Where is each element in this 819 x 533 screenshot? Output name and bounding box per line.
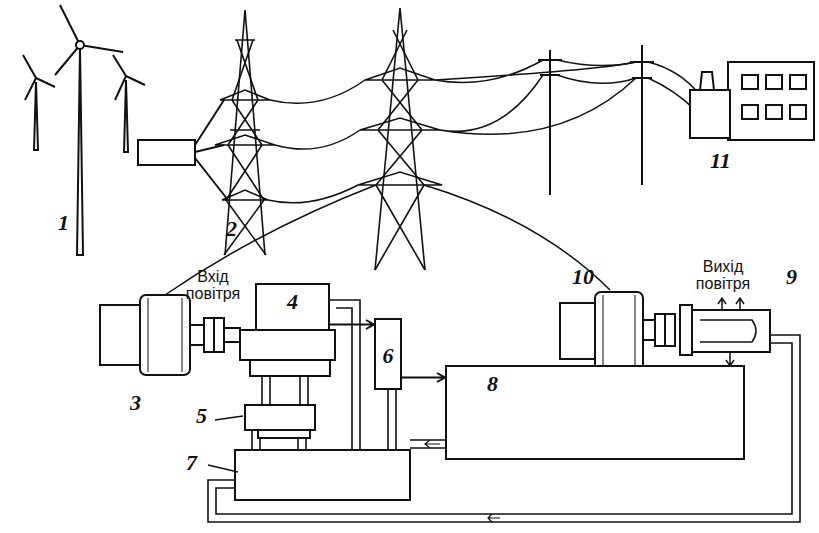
callout-number: 4 <box>287 291 298 313</box>
generator <box>560 292 675 370</box>
storage-vessel <box>208 450 410 500</box>
callout-number: 10 <box>572 266 594 288</box>
motor <box>100 295 240 375</box>
building <box>690 62 814 140</box>
air-label: Вихід повітря <box>690 258 756 292</box>
callout-number: 2 <box>226 218 237 240</box>
wind-turbines <box>23 5 228 255</box>
utility-pole <box>538 45 654 195</box>
compressor <box>240 330 335 376</box>
air-pipes <box>208 300 800 522</box>
power-lines <box>165 60 700 295</box>
gas-turbine <box>680 298 770 366</box>
intercooler <box>215 405 315 438</box>
lattice-tower <box>215 10 275 255</box>
callout-number: 7 <box>186 452 197 474</box>
equipment-box: 4 <box>255 283 330 331</box>
callout-number: 8 <box>487 373 498 395</box>
air-label: Вхід повітря <box>180 268 246 302</box>
callout-number: 3 <box>130 392 141 414</box>
callout-number: 11 <box>710 150 731 172</box>
equipment-box: 8 <box>445 365 745 460</box>
callout-number: 6 <box>383 345 394 367</box>
callout-number: 5 <box>196 405 207 427</box>
air-pipe <box>402 373 445 382</box>
callout-number: 9 <box>786 266 797 288</box>
lattice-tower <box>358 8 442 270</box>
equipment-box: 6 <box>374 318 402 390</box>
air-pipe <box>330 320 374 329</box>
callout-number: 1 <box>58 212 69 234</box>
